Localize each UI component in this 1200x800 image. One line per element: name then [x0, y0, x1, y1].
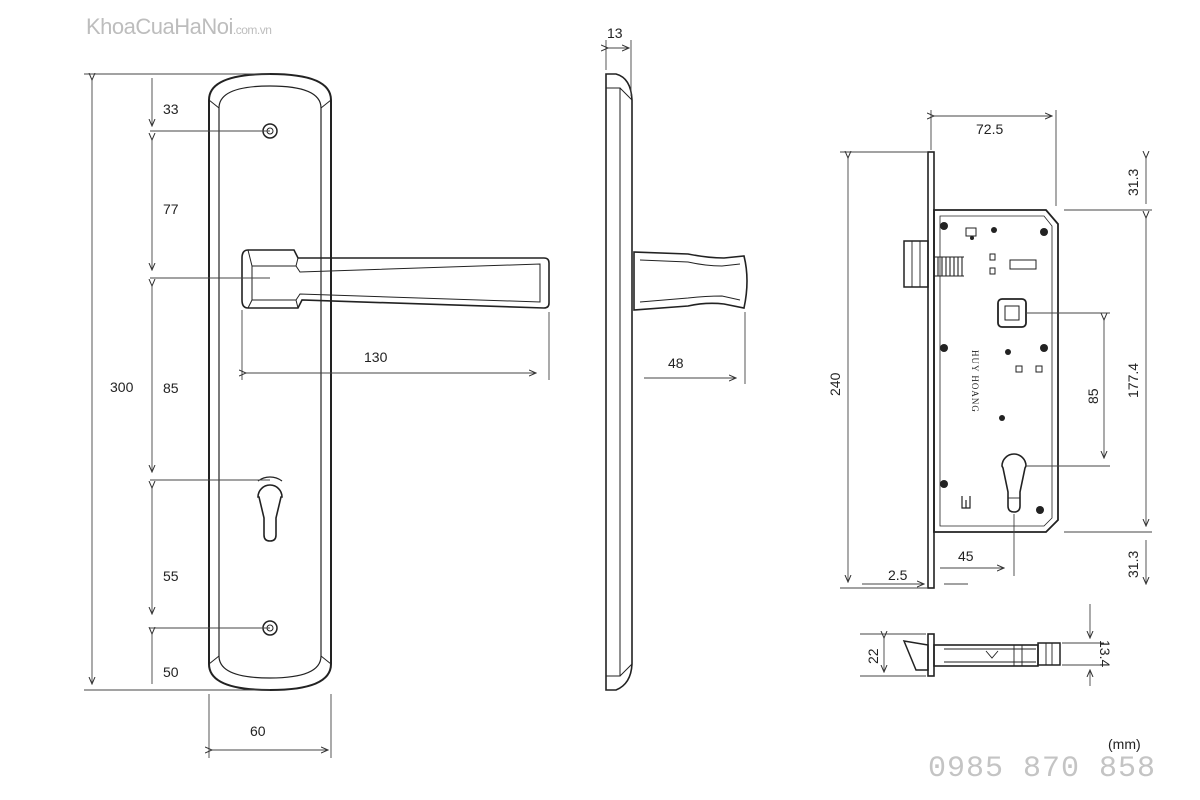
phone-watermark: 0985 870 858	[928, 752, 1157, 786]
dim-height-total: 300	[110, 379, 134, 395]
dim-lever-projection: 48	[668, 355, 684, 371]
dim-faceplate-thickness: 2.5	[888, 567, 908, 583]
front-view	[208, 72, 550, 692]
dim-mortise-top-offset: 31.3	[1125, 169, 1141, 196]
latch-bolt	[903, 240, 929, 288]
dim-mortise-bottom-offset: 31.3	[1125, 551, 1141, 578]
lever-handle	[241, 249, 550, 309]
top-faceplate	[927, 633, 935, 677]
side-view	[605, 73, 748, 691]
mortise-brand-mark: HUY HOANG	[970, 350, 980, 413]
top-latch	[902, 640, 929, 671]
side-lever	[633, 251, 748, 311]
brand-name: KhoaCuaHaNoi	[86, 14, 233, 39]
mortise-dimensions	[840, 110, 1152, 589]
backplate-bevel	[218, 85, 322, 679]
top-view-dimensions	[860, 604, 1104, 686]
dim-bottom-offset: 50	[163, 664, 179, 680]
side-dimensions	[606, 40, 746, 384]
lock-case	[933, 209, 1059, 533]
dim-top-width: 22	[865, 648, 881, 664]
dim-plate-width: 60	[250, 723, 266, 739]
mortise-screws	[940, 222, 1048, 514]
mortise-body	[903, 151, 1059, 589]
dim-lever-length: 130	[364, 349, 388, 365]
cylinder-cutout	[1001, 453, 1027, 513]
dim-hole-top-offset: 33	[163, 101, 179, 117]
brand-watermark: KhoaCuaHaNoi.com.vn	[86, 14, 272, 40]
dim-top-depth: 13.4	[1097, 640, 1113, 667]
dim-plate-thickness: 13	[607, 25, 623, 41]
brand-domain: .com.vn	[232, 23, 272, 37]
follower-hub	[997, 298, 1027, 328]
dim-case-height: 177.4	[1125, 363, 1141, 398]
latch-spring	[934, 256, 964, 277]
cylinder-keyhole	[257, 484, 283, 542]
dim-mortise-height: 240	[827, 372, 843, 396]
dim-backset: 45	[958, 548, 974, 564]
front-dimensions	[84, 74, 550, 758]
backplate-outline	[208, 72, 332, 692]
dim-lever-to-key: 85	[163, 380, 179, 396]
side-plate	[605, 73, 633, 691]
dim-hole-to-lever: 77	[163, 201, 179, 217]
units-label: (mm)	[1108, 736, 1141, 752]
dim-center-distance: 85	[1085, 388, 1101, 404]
dim-body-depth: 72.5	[976, 121, 1003, 137]
dim-key-to-hole: 55	[163, 568, 179, 584]
mortise-top-view	[902, 633, 1061, 677]
